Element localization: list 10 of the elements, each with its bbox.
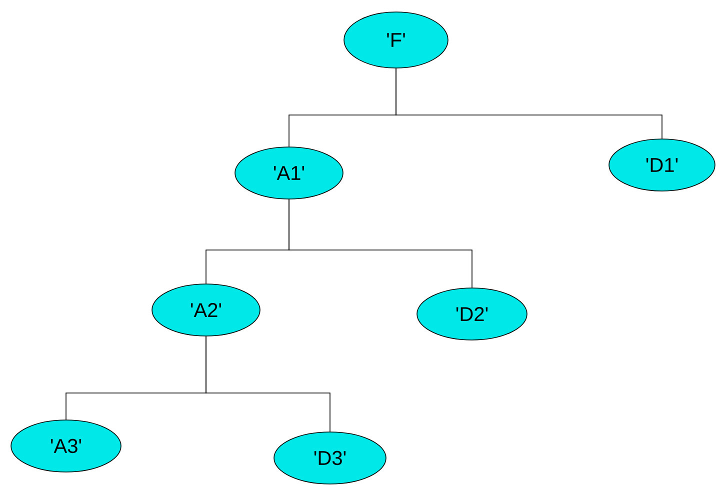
tree-node: 'D1': [608, 138, 716, 192]
tree-connector: [206, 336, 330, 432]
tree-node: 'D2': [416, 288, 528, 340]
tree-node: 'D3': [274, 432, 386, 484]
tree-node: 'F': [344, 12, 448, 68]
tree-connector: [396, 68, 662, 139]
tree-connector: [288, 199, 472, 288]
tree-node: 'A1': [234, 146, 344, 200]
tree-node: 'A3': [10, 420, 122, 472]
tree-node: 'A2': [152, 284, 260, 336]
